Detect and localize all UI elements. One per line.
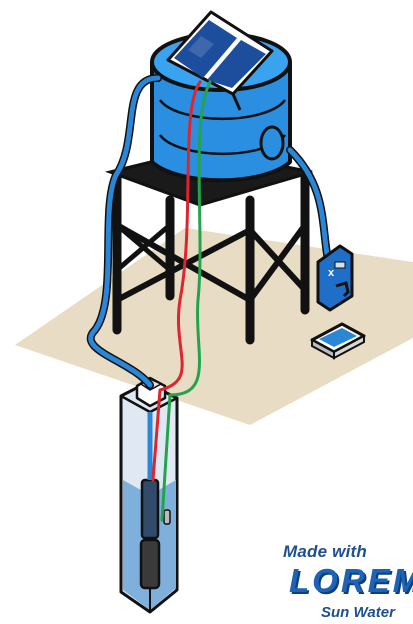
- made-with-text: Made with: [283, 542, 367, 561]
- pipes-and-wires: [86, 74, 334, 522]
- basin-icon: [310, 322, 366, 360]
- green-wire: [160, 80, 212, 522]
- well-cap: [135, 376, 167, 408]
- solar-panel-icon: [166, 10, 274, 111]
- brand-name: LOREM: [289, 562, 413, 599]
- brand-tagline: Sun Water: [321, 604, 395, 621]
- submersible-pump-icon: [139, 412, 171, 590]
- svg-text:x: x: [328, 267, 335, 279]
- red-wire: [151, 80, 202, 482]
- brand-watermark: Made with LOREM Sun Water: [283, 540, 413, 624]
- faucet-icon: x: [316, 244, 354, 312]
